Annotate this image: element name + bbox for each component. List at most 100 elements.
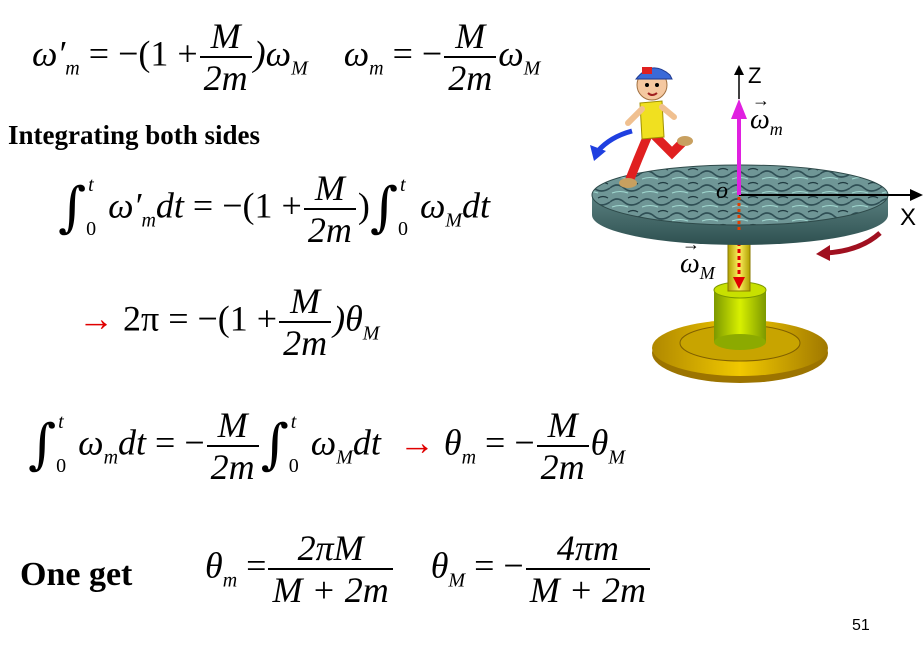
subscript: m bbox=[769, 119, 783, 139]
numerator: M bbox=[455, 16, 486, 56]
rotation-arrow-disk bbox=[816, 231, 882, 261]
equals-sign: = − bbox=[392, 33, 443, 74]
integral-symbol: ∫ bbox=[260, 412, 289, 476]
expression-text: )ω bbox=[253, 33, 292, 74]
upper-limit: t bbox=[88, 174, 94, 196]
numerator: M bbox=[217, 405, 248, 445]
upper-limit: t bbox=[290, 411, 297, 433]
numerator: M bbox=[547, 405, 578, 445]
subscript: M bbox=[448, 569, 466, 592]
omega-symbol: ω bbox=[419, 185, 446, 226]
lower-limit: 0 bbox=[86, 218, 97, 240]
expression-text: −(1 + bbox=[197, 298, 278, 339]
subscript: M bbox=[291, 57, 308, 80]
subscript: m bbox=[141, 209, 156, 232]
vector-arrow: → bbox=[682, 234, 700, 254]
theta-symbol: θ bbox=[430, 545, 449, 586]
differential: dt bbox=[118, 422, 147, 463]
numerator: M bbox=[210, 16, 241, 56]
right-arrow-icon: → bbox=[78, 298, 114, 339]
subscript: m bbox=[222, 569, 238, 592]
equals-sign: = bbox=[246, 545, 267, 586]
subscript: m bbox=[65, 57, 80, 80]
denominator: M + 2m bbox=[268, 568, 393, 608]
omega-symbol: ω bbox=[498, 33, 524, 74]
rotation-arrow-man bbox=[590, 128, 633, 161]
denominator: 2m bbox=[279, 321, 332, 361]
omega-symbol: ω bbox=[343, 33, 370, 74]
omega-symbol: ω bbox=[750, 104, 770, 135]
expression-text: −(1 + bbox=[118, 33, 198, 74]
omega-symbol: ω bbox=[310, 422, 337, 463]
subscript: M bbox=[362, 322, 380, 345]
lower-limit: 0 bbox=[56, 455, 67, 477]
denominator: M + 2m bbox=[525, 568, 650, 608]
z-axis bbox=[731, 65, 747, 195]
denominator: 2m bbox=[206, 445, 259, 485]
green-cylinder bbox=[713, 281, 767, 350]
denominator: 2m bbox=[444, 56, 497, 96]
vector-arrow: → bbox=[752, 90, 770, 110]
expression-text: 2π bbox=[123, 298, 160, 339]
integral-symbol: ∫ bbox=[28, 412, 57, 476]
z-axis-label: Z bbox=[748, 63, 762, 88]
subscript: m bbox=[103, 446, 119, 469]
numerator: 4πm bbox=[556, 528, 619, 568]
expression-text: ) bbox=[357, 185, 370, 226]
numerator: M bbox=[290, 281, 321, 321]
differential: dt bbox=[352, 422, 381, 463]
subscript: M bbox=[445, 209, 463, 232]
subscript: M bbox=[699, 263, 715, 283]
subscript: m bbox=[461, 446, 477, 469]
integral-symbol: ∫ bbox=[369, 175, 398, 239]
origin-label: o bbox=[716, 178, 728, 204]
expression-text: −(1 + bbox=[222, 185, 302, 226]
x-axis-label: X bbox=[900, 204, 917, 231]
label-one-get: One get bbox=[20, 556, 133, 593]
omega-prime-symbol: ω′ bbox=[108, 185, 142, 226]
theta-symbol: θ bbox=[205, 545, 223, 586]
subscript: M bbox=[336, 446, 353, 469]
denominator: 2m bbox=[199, 56, 252, 96]
equals-sign: = − bbox=[155, 422, 205, 463]
heading-integrating: Integrating both sides bbox=[8, 120, 261, 150]
numerator: M bbox=[314, 168, 345, 208]
omega-M-label: → ωM bbox=[680, 234, 715, 284]
equals-sign: = bbox=[88, 33, 110, 74]
lower-limit: 0 bbox=[288, 455, 299, 477]
expression-text: )θ bbox=[333, 298, 363, 339]
x-axis bbox=[739, 189, 923, 201]
omega-symbol: ω bbox=[680, 248, 700, 279]
numerator: 2πM bbox=[297, 528, 364, 568]
denominator: 2m bbox=[303, 208, 356, 248]
integral-symbol: ∫ bbox=[58, 175, 87, 239]
equals-sign: = bbox=[192, 185, 214, 226]
subscript: M bbox=[523, 57, 541, 80]
equals-sign: = − bbox=[474, 545, 524, 586]
denominator: 2m bbox=[536, 445, 589, 485]
differential: dt bbox=[462, 185, 491, 226]
lower-limit: 0 bbox=[397, 218, 408, 240]
right-arrow-icon: → bbox=[398, 422, 435, 463]
omega-prime-symbol: ω′ bbox=[32, 33, 66, 74]
upper-limit: t bbox=[399, 174, 406, 196]
running-boy-icon bbox=[619, 67, 693, 188]
omega-symbol: ω bbox=[78, 422, 104, 463]
subscript: M bbox=[608, 446, 625, 469]
